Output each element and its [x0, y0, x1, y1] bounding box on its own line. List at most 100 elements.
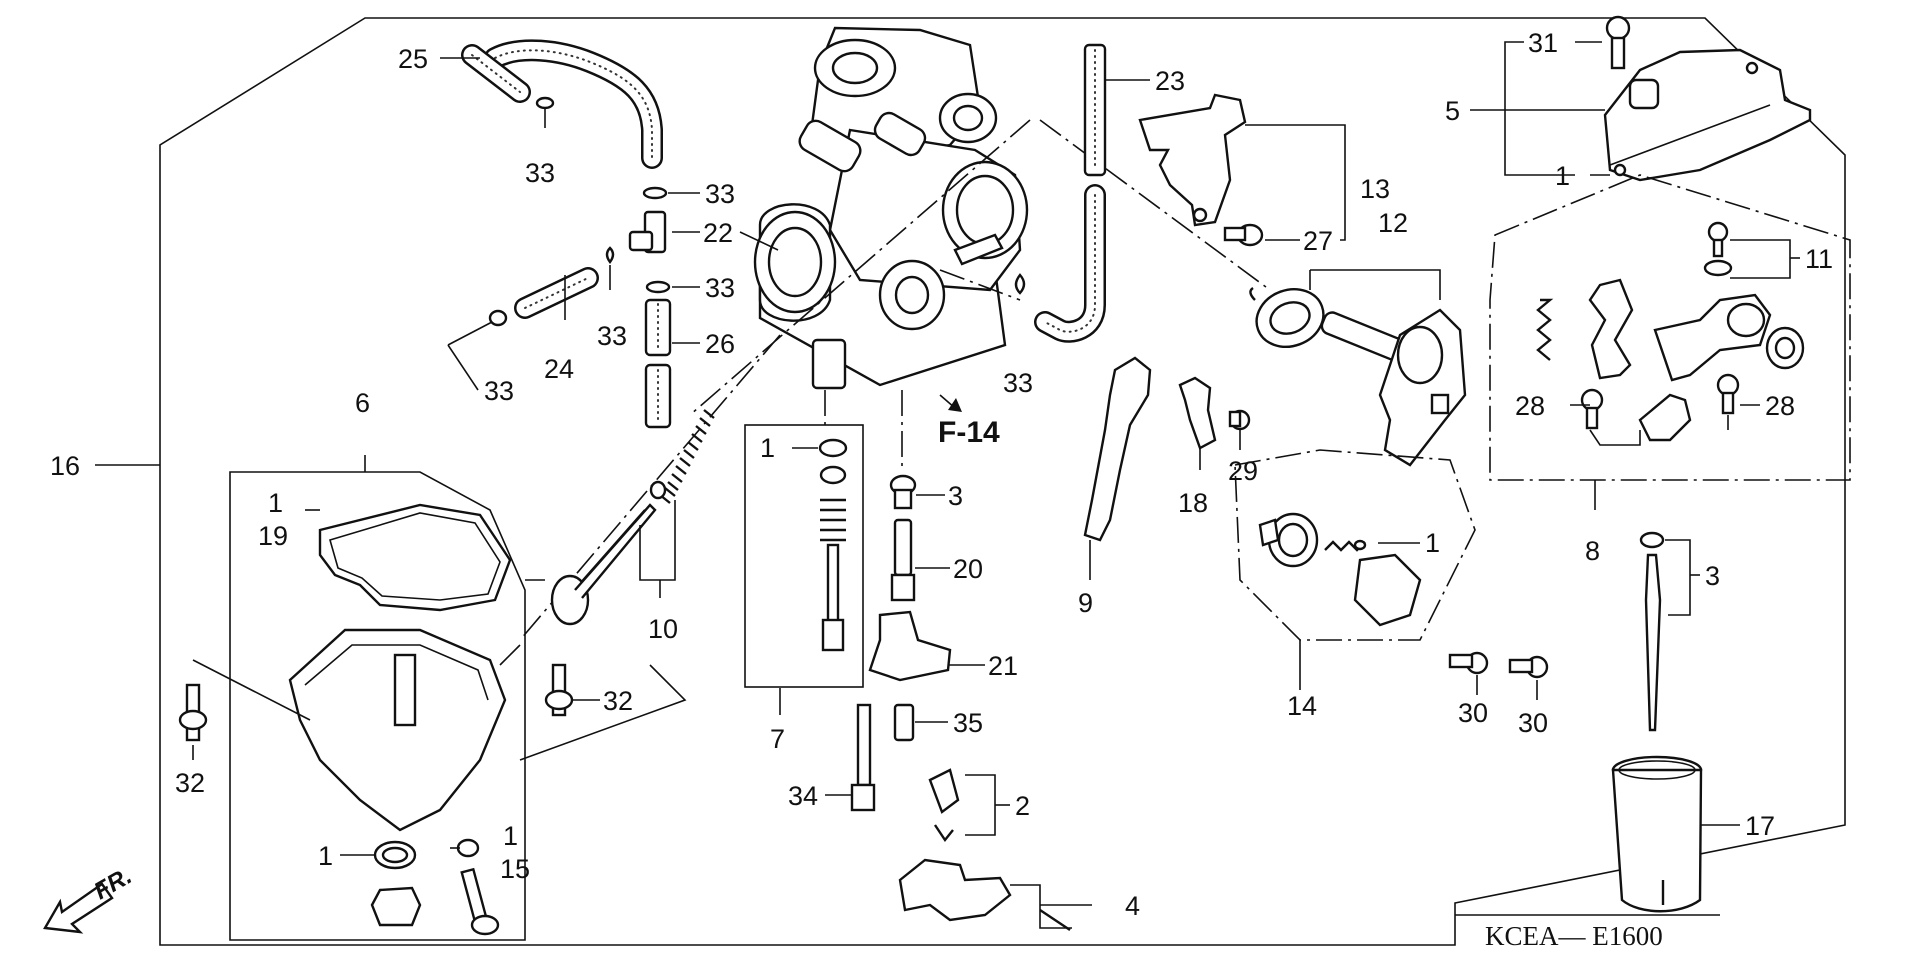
callout-2: 2: [1015, 791, 1030, 821]
clip-33-hose25: [535, 96, 555, 110]
callout-30-right: 30: [1518, 708, 1548, 738]
callout-3-needle-jet: 3: [948, 481, 963, 511]
callout-31: 31: [1528, 28, 1558, 58]
screw-32-left: [178, 683, 208, 742]
callout-labels: 25 33 33 22 33 26 24 33 33 23 13 27 12 3…: [50, 28, 1833, 951]
clip-33-body: [1014, 273, 1026, 295]
callout-15: 15: [500, 854, 530, 884]
bracket-18: [1178, 376, 1217, 450]
callout-17: 17: [1745, 811, 1775, 841]
callout-11: 11: [1805, 244, 1833, 274]
callout-33-hose24-right: 33: [597, 321, 627, 351]
callout-26: 26: [705, 329, 735, 359]
callout-18: 18: [1178, 488, 1208, 518]
hose-26: [644, 298, 672, 429]
callout-34: 34: [788, 781, 818, 811]
screw-30-left: [1448, 651, 1489, 675]
callout-1-cover: 1: [1555, 161, 1570, 191]
main-jet-20: [890, 518, 916, 602]
callout-25: 25: [398, 44, 428, 74]
diaphragm-boundary: [1234, 449, 1476, 641]
carburetor-body: [753, 26, 1029, 390]
clip-33-top: [642, 186, 668, 200]
screw-30-right: [1508, 655, 1549, 679]
callout-35: 35: [953, 708, 983, 738]
callout-32-right: 32: [603, 686, 633, 716]
callout-29: 29: [1228, 456, 1258, 486]
callout-7: 7: [770, 724, 785, 754]
needle-jet-3: [889, 474, 917, 510]
float-4: [898, 858, 1071, 931]
throttle-slide-17: [1611, 755, 1703, 913]
screw-31: [1605, 15, 1631, 70]
callout-32-left: 32: [175, 768, 205, 798]
drain-screw-15: [460, 867, 500, 936]
hose-24: [514, 267, 599, 319]
screw-27: [1223, 223, 1264, 247]
callout-14: 14: [1287, 691, 1317, 721]
drain-plug: [370, 886, 422, 927]
callout-24: 24: [544, 354, 574, 384]
callout-1-diaphragm: 1: [1425, 528, 1440, 558]
link-assembly-8: [1536, 221, 1805, 442]
clip-33-mid: [645, 280, 671, 294]
o-ring-1-right: [456, 838, 480, 858]
jet-needle-parts: [818, 438, 848, 652]
diaphragm-14: [1258, 512, 1422, 627]
callout-1-float-top: 1: [268, 488, 283, 518]
callout-3-jet-needle: 3: [1705, 561, 1720, 591]
screw-29: [1228, 409, 1251, 431]
callout-33-hose25: 33: [525, 158, 555, 188]
callout-33-hose24-left: 33: [484, 376, 514, 406]
callout-28-right: 28: [1765, 391, 1795, 421]
lever-9: [1083, 356, 1152, 542]
callout-33-body: 33: [1003, 368, 1033, 398]
leader-lines: [95, 41, 1800, 929]
drain-gasket-1-left: [373, 840, 417, 870]
callout-20: 20: [953, 554, 983, 584]
callout-13: 13: [1360, 174, 1390, 204]
float-chamber-6: [288, 628, 507, 832]
callout-1-chamber-left: 1: [318, 841, 333, 871]
drawing-code: KCEA— E1600: [1485, 921, 1663, 951]
callout-1-jet: 1: [760, 433, 775, 463]
float-chamber-boundary: [229, 471, 526, 941]
callout-19: 19: [258, 521, 288, 551]
reference-f14: F-14: [938, 416, 1000, 449]
reference-arrow: [948, 398, 962, 412]
front-direction-arrow: FR.: [43, 862, 136, 934]
callout-12: 12: [1378, 208, 1408, 238]
link-assembly-boundary: [1489, 174, 1851, 481]
float-valve-35: [893, 703, 915, 742]
screw-32-right: [544, 663, 574, 717]
hose-25: [461, 39, 663, 169]
callout-33-top: 33: [705, 179, 735, 209]
jet-needle-3-right: [1639, 531, 1665, 732]
pilot-screw-34: [850, 703, 876, 812]
callout-9: 9: [1078, 588, 1093, 618]
callout-5: 5: [1445, 96, 1460, 126]
clip-33-hose24-right: [605, 246, 615, 265]
callout-6: 6: [355, 388, 370, 418]
air-screw-10: [550, 409, 715, 626]
callout-22: 22: [703, 218, 733, 248]
float-chamber-gasket-19: [318, 503, 512, 612]
clip-33-hose24-left: [488, 309, 508, 327]
callout-8: 8: [1585, 536, 1600, 566]
callout-28-left: 28: [1515, 391, 1545, 421]
float-valve-seat-21: [868, 610, 952, 682]
hose-23: [1034, 43, 1107, 343]
callout-4: 4: [1125, 891, 1140, 921]
throttle-drum-12: [1249, 287, 1467, 467]
tee-fitting-22: [628, 210, 667, 254]
jet-group-7: [744, 424, 864, 688]
callout-16: 16: [50, 451, 80, 481]
callout-27: 27: [1303, 226, 1333, 256]
callout-1-chamber-right: 1: [503, 821, 518, 851]
callout-33-mid: 33: [705, 273, 735, 303]
float-needle-2: [928, 768, 960, 843]
callout-23: 23: [1155, 66, 1185, 96]
bracket-13: [1138, 93, 1247, 227]
